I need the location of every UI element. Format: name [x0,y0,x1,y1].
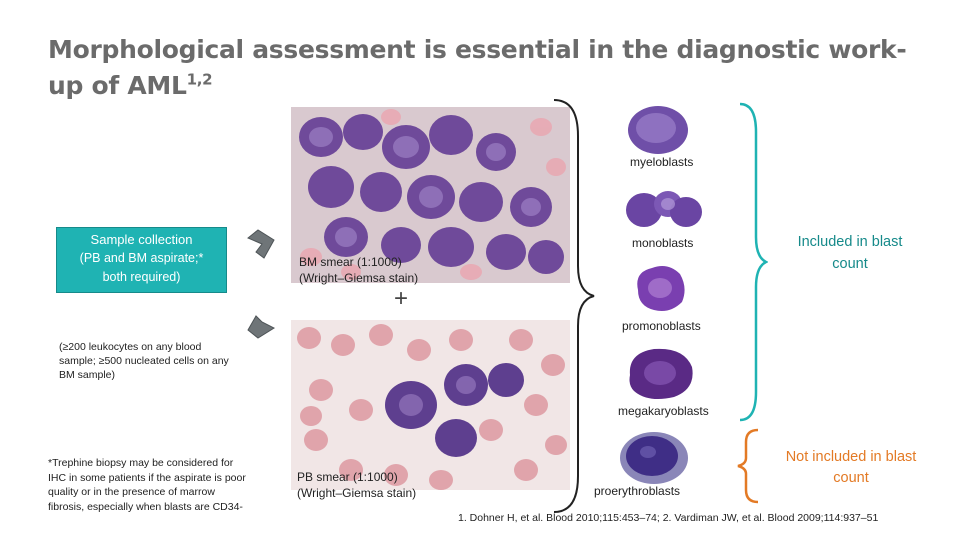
not-included-brace-icon [737,428,759,504]
arrow-to-pb-smear-icon [247,315,276,339]
sample-collection-sub1: (PB and BM aspirate;* [79,251,204,265]
bm-smear-image [291,107,570,283]
bm-smear-caption: BM smear (1:1000) (Wright–Giemsa stain) [299,254,418,286]
sample-collection-sub2: both required) [102,270,181,284]
pb-smear-caption: PB smear (1:1000) (Wright–Giemsa stain) [297,469,416,501]
promonoblast-cell-image [637,266,685,311]
included-in-blast-count-label: Included in blast count [797,234,903,272]
monoblasts-label: monoblasts [632,236,694,250]
sample-collection-heading: Sample collection [90,232,193,247]
myeloblast-cell-image [628,106,688,154]
proerythroblasts-label: proerythroblasts [594,484,681,498]
not-included-in-blast-count-label: Not included in blast count [785,449,917,486]
large-grouping-brace-icon [553,99,595,513]
arrow-to-bm-smear-icon [247,229,275,259]
trephine-biopsy-note: *Trephine biopsy may be considered for I… [48,457,246,513]
plus-sign: + [394,285,409,312]
sample-collection-box: Sample collection (PB and BM aspirate;* … [56,227,227,293]
proerythroblast-cell-image [620,432,688,484]
pb-smear-image [291,320,570,490]
monoblast-cell-image [626,191,702,227]
slide-title-superscript: 1,2 [186,70,213,89]
references-footnote: 1. Dohner H, et al. Blood 2010;115:453–7… [458,512,879,524]
bm-smear-caption-line2: (Wright–Giemsa stain) [299,271,419,285]
pb-smear-caption-line2: (Wright–Giemsa stain) [297,486,417,500]
leukocyte-count-note: (≥200 leukocytes on any blood sample; ≥5… [59,341,229,381]
slide-title: Morphological assessment is essential in… [48,32,928,104]
bm-smear-caption-line1: BM smear (1:1000) [299,255,402,269]
pb-smear-caption-line1: PB smear (1:1000) [297,470,398,484]
included-brace-icon [739,102,768,422]
promonoblasts-label: promonoblasts [622,319,701,333]
slide-title-text: Morphological assessment is essential in… [48,35,907,100]
megakaryoblasts-label: megakaryoblasts [618,404,709,418]
megakaryoblast-cell-image [629,348,693,399]
myeloblasts-label: myeloblasts [630,155,694,169]
